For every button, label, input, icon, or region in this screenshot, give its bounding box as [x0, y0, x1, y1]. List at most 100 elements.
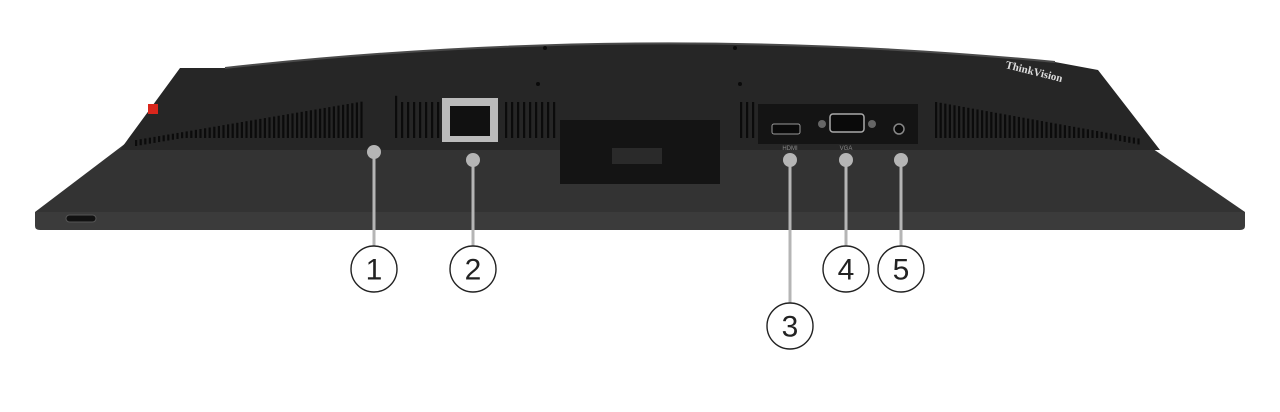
vent-slot — [953, 105, 956, 138]
vent-slot — [259, 118, 262, 138]
vent-slot — [505, 102, 508, 138]
vent-slot — [263, 118, 266, 138]
vent-slot — [547, 102, 550, 138]
callout-circle — [449, 245, 497, 293]
vent-slot — [360, 101, 363, 138]
vent-slot — [323, 107, 326, 138]
vent-slot — [1105, 132, 1108, 139]
vent-slot — [309, 110, 312, 138]
vga-screw-left — [818, 120, 826, 128]
vesa-holes — [536, 46, 742, 86]
callout-dot — [894, 153, 908, 167]
vent-slot — [305, 111, 308, 138]
vent-slots — [135, 95, 1140, 146]
vent-slot — [529, 102, 532, 138]
vent-slot — [1045, 121, 1048, 138]
vent-slot — [1017, 116, 1020, 138]
vent-slot — [1068, 126, 1071, 138]
vent-slot — [236, 122, 239, 138]
vga-port — [829, 113, 865, 133]
vent-slot — [948, 104, 951, 138]
vent-slot — [1031, 119, 1034, 138]
vent-slot — [227, 124, 230, 138]
vent-slot — [204, 128, 207, 138]
vent-slot — [185, 131, 188, 138]
vent-slot — [282, 114, 285, 138]
vent-slot — [300, 111, 303, 138]
vent-slot — [268, 117, 271, 138]
vent-slot — [148, 137, 151, 144]
vent-slot — [1036, 120, 1039, 138]
vent-slot — [752, 102, 755, 138]
callout-dot — [466, 153, 480, 167]
vga-label: VGA — [840, 146, 853, 152]
vent-slot — [199, 129, 202, 138]
vent-slot — [401, 102, 404, 138]
callout-circle — [766, 302, 814, 350]
callout-circle — [877, 245, 925, 293]
callout-dot — [783, 153, 797, 167]
callout-dot — [839, 153, 853, 167]
vent-slot — [944, 103, 947, 138]
vga-screw-right — [868, 120, 876, 128]
vent-slot — [1013, 116, 1016, 138]
vent-slot — [245, 121, 248, 138]
vent-slot — [517, 102, 520, 138]
vent-slot — [407, 102, 410, 138]
vent-slot — [144, 138, 147, 145]
vent-slot — [971, 108, 974, 138]
vent-slot — [1123, 135, 1126, 142]
vent-slot — [553, 102, 556, 138]
vent-slot — [746, 102, 749, 138]
vent-slot — [1119, 135, 1122, 142]
vent-slot — [254, 119, 257, 138]
vent-slot — [967, 107, 970, 138]
vent-slot — [935, 102, 938, 138]
vent-slot — [985, 111, 988, 138]
vent-slot — [355, 102, 358, 138]
vent-slot — [1114, 134, 1117, 141]
vent-slot — [346, 104, 349, 138]
hdmi-port — [771, 123, 801, 135]
vent-slot — [319, 108, 322, 138]
monitor-bottom-edge — [35, 212, 1245, 230]
vent-slot — [167, 134, 170, 141]
housing-highlight — [224, 42, 1056, 69]
red-accent — [148, 104, 158, 114]
vent-slot — [1004, 114, 1007, 138]
vent-slot — [437, 102, 440, 138]
vent-slot — [139, 139, 142, 146]
vent-slot — [1077, 127, 1080, 138]
vent-slot — [1132, 137, 1135, 144]
vent-slot — [337, 105, 340, 138]
vent-slot — [162, 135, 165, 142]
callout-circle — [822, 245, 870, 293]
callout-number: 3 — [782, 311, 799, 344]
vent-slot — [999, 113, 1002, 138]
vent-slot — [135, 140, 138, 146]
vent-slot — [523, 102, 526, 138]
vent-slot — [296, 112, 299, 138]
vent-slot — [1082, 128, 1085, 138]
vent-slot — [332, 106, 335, 138]
vent-slot — [1063, 125, 1066, 138]
vent-slot — [939, 102, 942, 138]
vent-slot — [222, 125, 225, 138]
vent-slot — [395, 95, 398, 138]
vent-slot — [431, 102, 434, 138]
vent-slot — [176, 132, 179, 139]
vent-slot — [419, 102, 422, 138]
vent-slot — [240, 122, 243, 138]
vent-slot — [511, 102, 514, 138]
vent-slot — [1096, 130, 1099, 138]
vent-slot — [1100, 131, 1103, 138]
power-socket — [450, 106, 490, 136]
vent-slot — [342, 104, 345, 138]
vent-slot — [328, 107, 331, 138]
vent-slot — [250, 120, 253, 138]
vent-slot — [1128, 136, 1131, 143]
vent-slot — [413, 102, 416, 138]
vent-slot — [994, 112, 997, 138]
